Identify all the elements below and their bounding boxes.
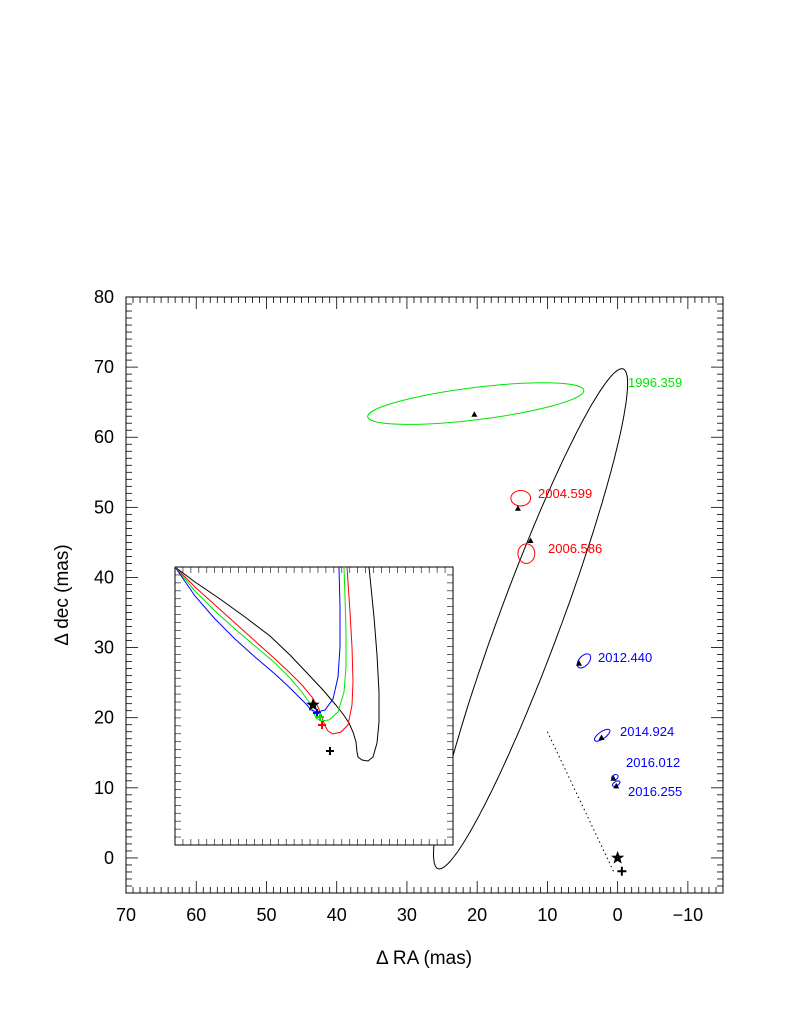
epoch-label: 2006.586 (548, 541, 602, 556)
inset-panel (174, 566, 454, 846)
inset-plus-marker (318, 721, 326, 729)
y-tick-label: 20 (94, 708, 114, 728)
inset-orbit-curve (174, 566, 380, 762)
epoch-fit-marker (527, 537, 534, 544)
epoch-fit-marker (576, 660, 583, 666)
x-tick-label: 10 (537, 905, 557, 925)
x-tick-label: 70 (116, 905, 136, 925)
periastron-line (546, 731, 614, 872)
axis-ticks (125, 296, 724, 894)
plot-frame (125, 296, 724, 894)
y-tick-label: 40 (94, 567, 114, 587)
epoch-label: 1996.359 (628, 375, 682, 390)
orbit-ellipse (433, 368, 629, 870)
x-tick-label: 0 (613, 905, 623, 925)
inset-star-marker (306, 698, 320, 711)
epoch-fit-marker (471, 411, 478, 417)
epoch-label: 2004.599 (538, 486, 592, 501)
x-axis-label: Δ RA (mas) (376, 948, 472, 969)
epoch-error-ellipse (593, 728, 611, 742)
epoch-label: 2016.255 (628, 784, 682, 799)
y-tick-label: 30 (94, 638, 114, 658)
inset-orbit-curve (174, 566, 341, 713)
tick-labels: 70 60 50 40 30 20 10 0 −10 0 10 20 30 40 50 60 70 80 (94, 287, 703, 925)
y-axis-label: Δ dec (mas) (52, 544, 73, 645)
x-tick-label: 50 (256, 905, 276, 925)
epoch-fit-marker (598, 734, 605, 741)
epoch-error-ellipse (576, 653, 592, 669)
epoch-error-ellipse (367, 382, 585, 425)
y-tick-label: 0 (104, 848, 114, 868)
epoch-fit-marker (613, 782, 620, 789)
x-tick-label: 40 (327, 905, 347, 925)
epoch-label: 2014.924 (620, 724, 674, 739)
inset-plus-marker (326, 747, 334, 755)
epoch-error-ellipse (510, 490, 532, 507)
y-tick-label: 70 (94, 357, 114, 377)
inset-plus-marker (316, 713, 324, 721)
y-tick-label: 60 (94, 427, 114, 447)
epoch-label: 2016.012 (626, 755, 680, 770)
main-plot-layer: 1996.359 2004.599 2006.586 2012.440 2014.924… (367, 368, 682, 876)
x-tick-label: 60 (186, 905, 206, 925)
epoch-fit-marker (610, 775, 617, 781)
y-tick-label: 10 (94, 778, 114, 798)
y-tick-label: 50 (94, 497, 114, 517)
x-tick-label: −10 (673, 905, 704, 925)
x-tick-label: 20 (467, 905, 487, 925)
epoch-fit-marker (514, 505, 521, 511)
x-tick-label: 30 (397, 905, 417, 925)
epoch-error-ellipse (517, 543, 536, 564)
primary-star (611, 850, 625, 864)
epoch-label: 2012.440 (598, 650, 652, 665)
inset-orbit-curve (174, 566, 354, 735)
periastron-marker (617, 866, 627, 876)
y-tick-label: 80 (94, 287, 114, 307)
